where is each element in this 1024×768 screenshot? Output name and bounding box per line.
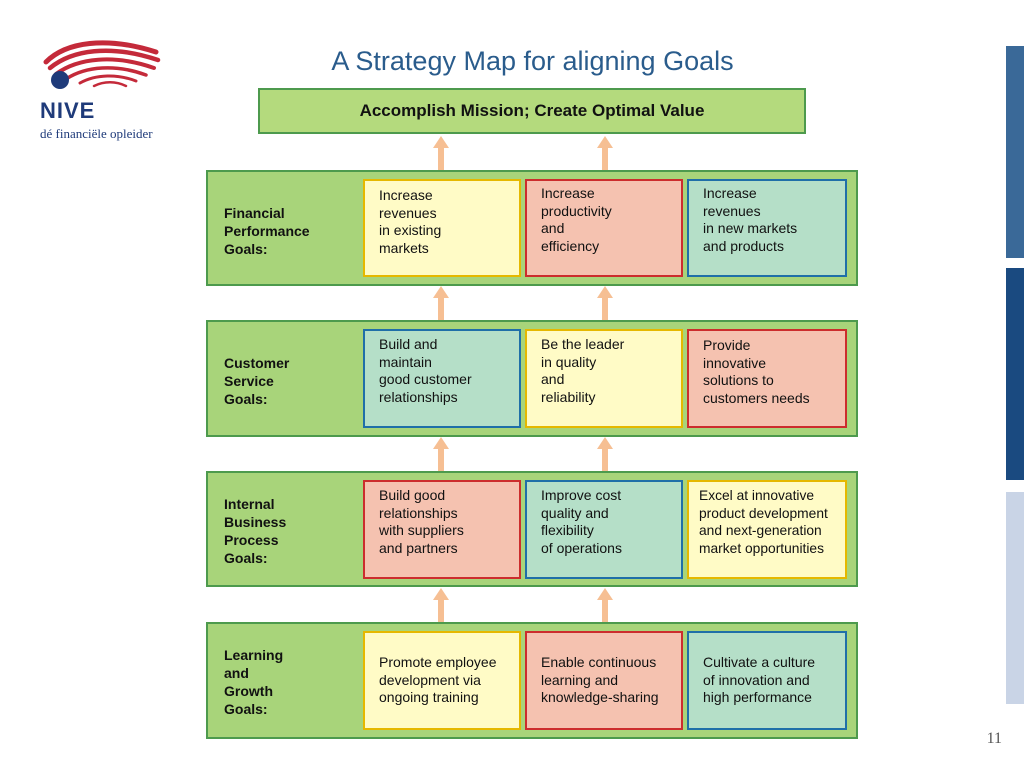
- page-number: 11: [986, 730, 1002, 747]
- goal-box: Increase productivity and efficiency: [525, 179, 683, 277]
- logo-tagline: dé financiële opleider: [40, 126, 153, 141]
- up-arrow-icon: [597, 437, 613, 471]
- level-label: Financial Performance Goals:: [224, 205, 310, 257]
- goal-box: Promote employee development via ongoing…: [363, 631, 521, 730]
- logo-name: NIVE: [40, 98, 96, 123]
- sidebar-accent-bar: [1006, 268, 1024, 480]
- level-label: Internal Business Process Goals:: [224, 496, 287, 566]
- slide-title: A Strategy Map for aligning Goals: [331, 46, 734, 76]
- nive-logo: NIVE dé financiële opleider: [36, 34, 176, 144]
- up-arrow-icon: [597, 588, 613, 622]
- goal-box: Improve cost quality and flexibility of …: [525, 480, 683, 579]
- goal-box: Provide innovative solutions to customer…: [687, 329, 847, 428]
- goal-box: Enable continuous learning and knowledge…: [525, 631, 683, 730]
- level-label: Customer Service Goals:: [224, 355, 290, 407]
- up-arrow-icon: [597, 286, 613, 320]
- up-arrow-icon: [597, 136, 613, 170]
- sidebar-accent-bar: [1006, 492, 1024, 704]
- up-arrow-icon: [433, 136, 449, 170]
- goal-box: Be the leader in quality and reliability: [525, 329, 683, 428]
- goal-box: Build good relationships with suppliers …: [363, 480, 521, 579]
- nive-swirl-icon: [43, 40, 161, 89]
- goal-box: Build and maintain good customer relatio…: [363, 329, 521, 428]
- up-arrow-icon: [433, 286, 449, 320]
- sidebar-accent-bar: [1006, 46, 1024, 258]
- goal-box: Increase revenues in existing markets: [363, 179, 521, 277]
- up-arrow-icon: [433, 437, 449, 471]
- goal-box: Increase revenues in new markets and pro…: [687, 179, 847, 277]
- mission-box: Accomplish Mission; Create Optimal Value: [258, 88, 806, 134]
- goal-box: Cultivate a culture of innovation and hi…: [687, 631, 847, 730]
- up-arrow-icon: [433, 588, 449, 622]
- level-label: Learning and Growth Goals:: [224, 647, 284, 717]
- goal-box: Excel at innovative product development …: [687, 480, 847, 579]
